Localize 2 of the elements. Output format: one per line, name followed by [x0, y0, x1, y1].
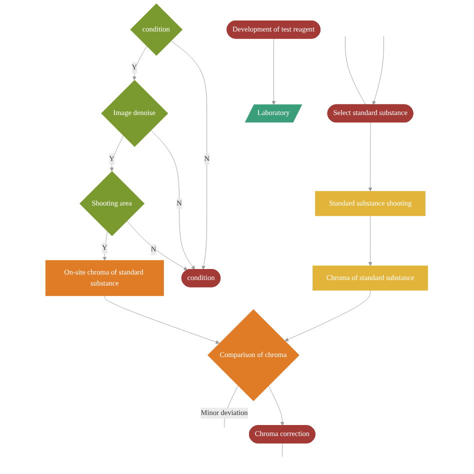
connector-line	[345, 36, 366, 106]
connector-line	[282, 443, 283, 457]
